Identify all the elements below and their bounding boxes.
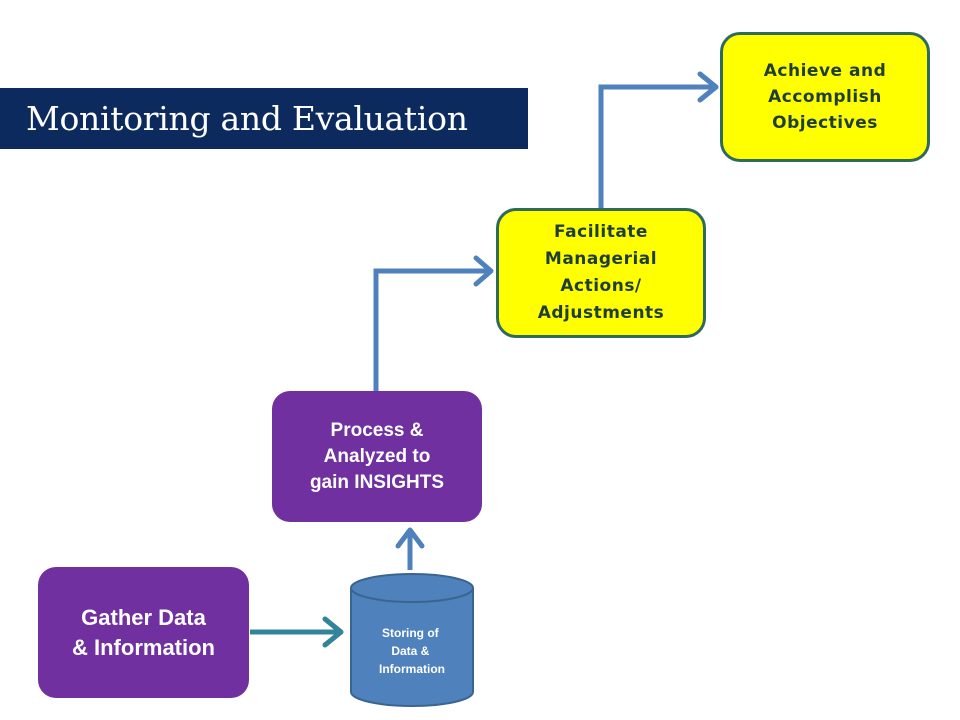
facilitate-line-1: Facilitate bbox=[554, 222, 648, 242]
arrowhead-process bbox=[395, 527, 425, 549]
facilitate-line-2: Managerial bbox=[544, 249, 658, 269]
process-line-3: gain INSIGHTS bbox=[309, 471, 445, 493]
process-line-1: Process & bbox=[330, 419, 424, 441]
facilitate-actions-box: Facilitate Managerial Actions/ Adjustmen… bbox=[496, 208, 706, 338]
gather-data-box: Gather Data & Information bbox=[38, 567, 249, 698]
diagram-title: Monitoring and Evaluation bbox=[26, 99, 468, 138]
connector-facilitate-to-achieve bbox=[598, 84, 715, 208]
gather-line-2: & Information bbox=[72, 634, 215, 660]
arrowhead-facilitate bbox=[473, 255, 494, 287]
achieve-objectives-box: Achieve and Accomplish Objectives bbox=[720, 32, 930, 162]
facilitate-line-4: Adjustments bbox=[537, 303, 665, 323]
arrowhead-achieve bbox=[697, 71, 719, 103]
arrowhead-storing bbox=[322, 616, 344, 648]
achieve-line-3: Objectives bbox=[772, 113, 878, 133]
facilitate-line-3: Actions/ bbox=[560, 276, 642, 296]
title-banner: Monitoring and Evaluation bbox=[0, 88, 528, 149]
storage-cylinder bbox=[350, 573, 474, 707]
connector-process-to-facilitate bbox=[373, 268, 490, 391]
achieve-line-1: Achieve and bbox=[763, 61, 887, 81]
process-insights-box: Process & Analyzed to gain INSIGHTS bbox=[272, 391, 482, 522]
achieve-line-2: Accomplish bbox=[768, 87, 882, 107]
gather-line-1: Gather Data bbox=[81, 604, 206, 630]
process-line-2: Analyzed to bbox=[323, 445, 431, 467]
storing-label: Storing of Data & Information bbox=[379, 626, 445, 676]
